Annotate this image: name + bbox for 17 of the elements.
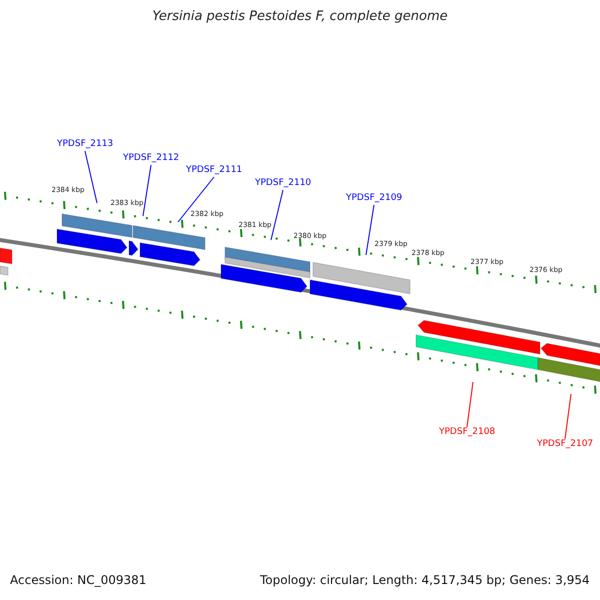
title: Yersinia pestis Pestoides F, complete genome [151,10,449,24]
gene-label: YPDSF_2111 [186,166,242,176]
leader-line [466,382,474,428]
leader-line [366,204,374,256]
genome-stats-text: Topology: circular; Length: 4,517,345 bp; Genes: 3,954 [260,574,590,588]
gene-label: YPDSF_2108 [439,428,496,438]
leader-line [270,190,284,240]
gene-label: YPDSF_2107 [537,440,594,450]
gene-label: YPDSF_2113 [57,140,114,150]
leader-line [84,150,98,204]
leader-line [564,394,572,440]
gene-label: YPDSF_2112 [123,154,180,164]
gene-label: YPDSF_2109 [346,194,402,204]
leader-line [142,164,152,216]
leader-line [178,176,214,222]
accession-text: Accession: NC_009381 [10,574,146,588]
gene-label: YPDSF_2110 [255,179,312,189]
